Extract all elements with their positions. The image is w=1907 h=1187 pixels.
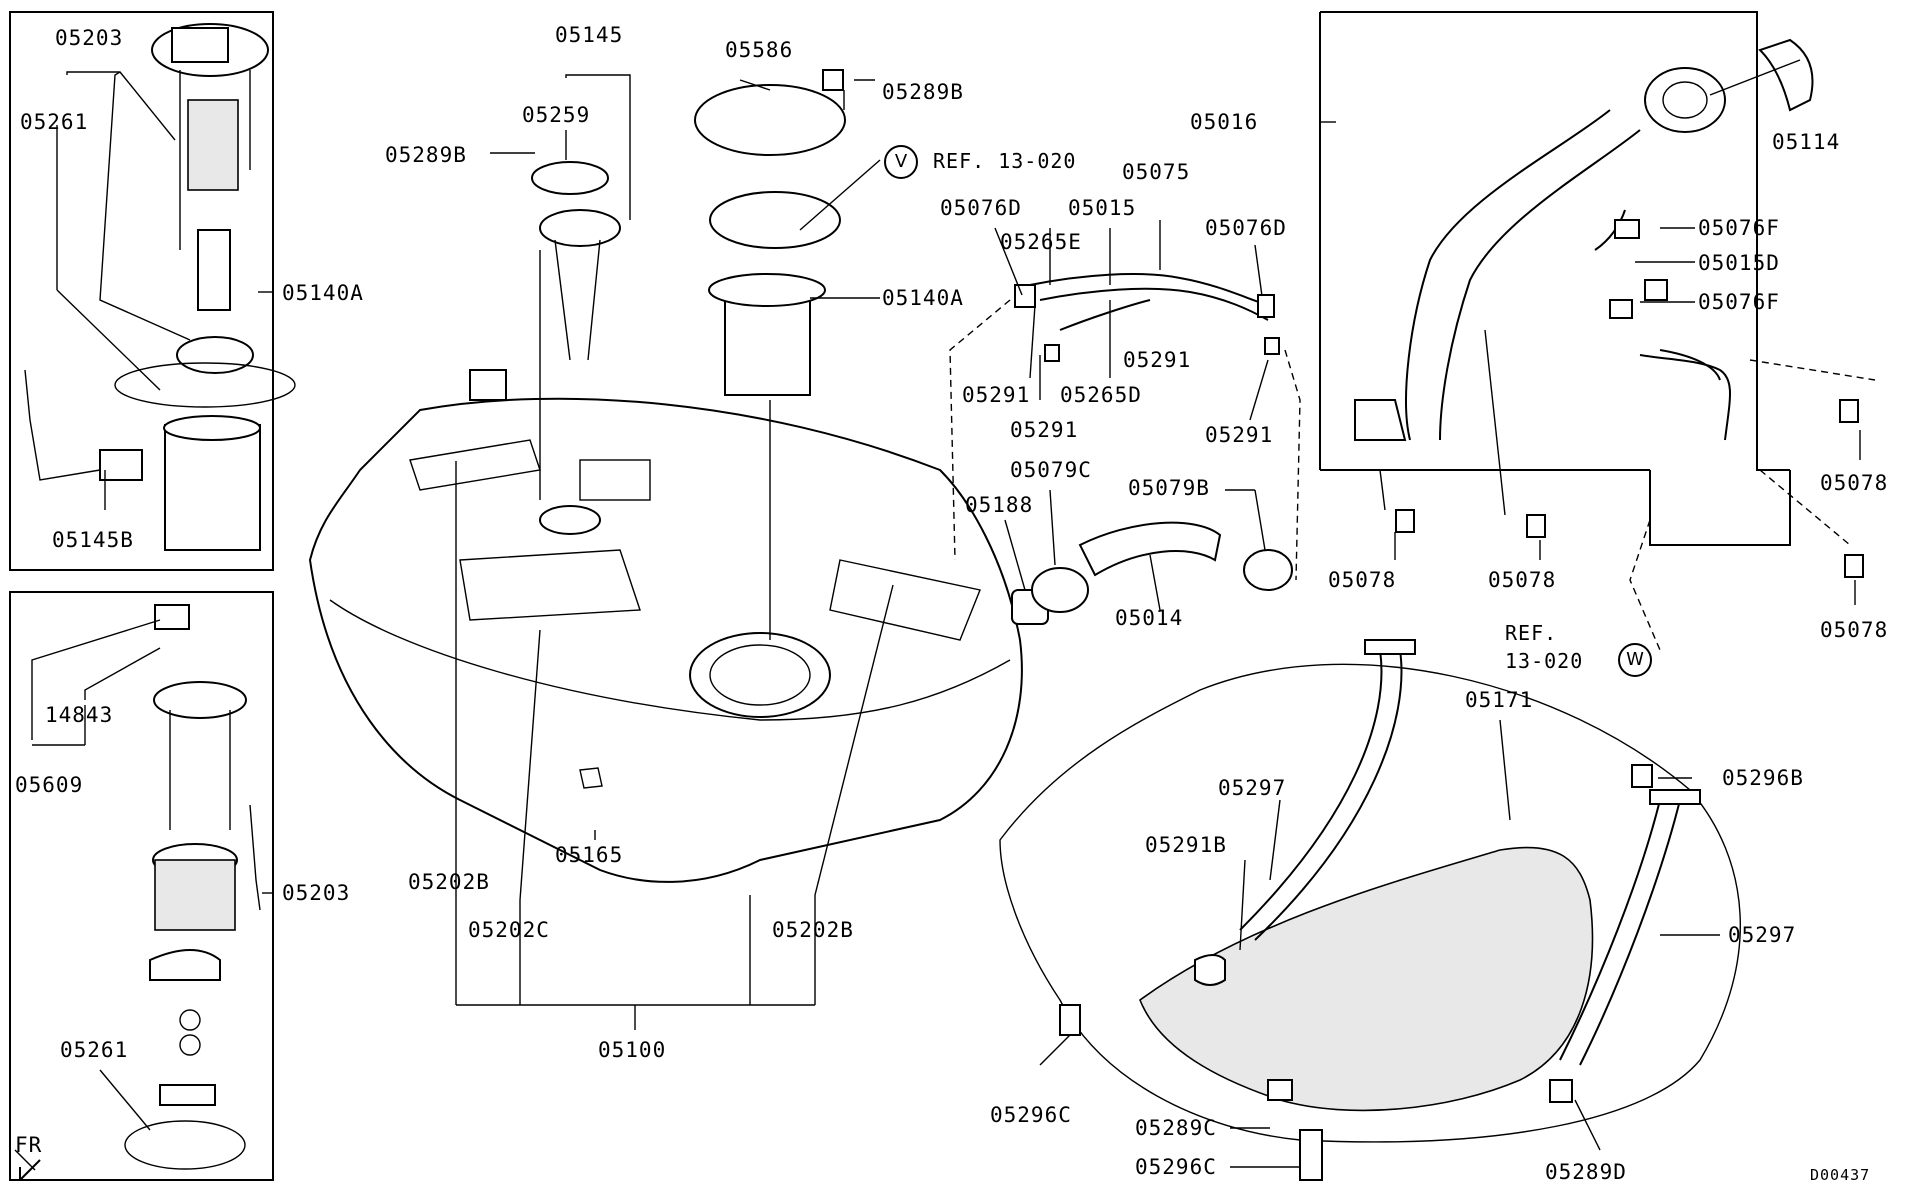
fuel-gauge-unit	[469, 74, 631, 500]
label-05297-left: 05297	[1218, 776, 1287, 800]
label-05289d: 05289D	[1545, 1160, 1627, 1184]
label-05202b-right: 05202B	[772, 918, 854, 942]
ref-w-badge: W	[1618, 643, 1652, 677]
label-05203-top: 05203	[55, 26, 124, 50]
label-05075: 05075	[1122, 160, 1191, 184]
label-05078-right-bottom: 05078	[1820, 618, 1889, 642]
label-05171: 05171	[1465, 688, 1534, 712]
label-05261-top: 05261	[20, 110, 89, 134]
inset-box-pump-bottom	[9, 591, 274, 1181]
label-05076f-top: 05076F	[1698, 216, 1780, 240]
label-05140a-left: 05140A	[282, 281, 364, 305]
label-05291-c: 05291	[1123, 348, 1192, 372]
label-05289b-right: 05289B	[882, 80, 964, 104]
label-05296c-bottom: 05296C	[1135, 1155, 1217, 1179]
filler-hose-clamps	[1004, 489, 1293, 625]
label-05609: 05609	[15, 773, 84, 797]
label-05259: 05259	[522, 103, 591, 127]
label-05261-bottom: 05261	[60, 1038, 129, 1062]
label-05114: 05114	[1772, 130, 1841, 154]
label-05265e: 05265E	[1000, 230, 1082, 254]
label-fr: FR	[15, 1133, 43, 1157]
label-05015d: 05015D	[1698, 251, 1780, 275]
filler-neck	[1320, 38, 1876, 651]
leaders-bottom-inset	[14, 619, 273, 1171]
label-05078-middle: 05078	[1488, 568, 1557, 592]
label-05203-bottom: 05203	[282, 881, 351, 905]
label-ref-w-line2: 13-020	[1505, 649, 1584, 673]
diagram-code: D00437	[1810, 1166, 1871, 1184]
label-05291b: 05291B	[1145, 833, 1227, 857]
pump-module-center	[694, 69, 881, 640]
filler-neck-box	[1319, 11, 1791, 546]
label-05297-right: 05297	[1728, 923, 1797, 947]
label-05291-a: 05291	[962, 383, 1031, 407]
label-05014: 05014	[1115, 606, 1184, 630]
label-05100: 05100	[598, 1038, 667, 1062]
tank-under-cover	[999, 639, 1741, 1181]
label-05140a-middle: 05140A	[882, 286, 964, 310]
label-ref-w-line1: REF.	[1505, 621, 1558, 645]
fuel-pump-module-bottom	[124, 604, 261, 1170]
fuel-tank	[308, 397, 1023, 883]
label-05015: 05015	[1068, 196, 1137, 220]
vent-hoses	[949, 220, 1301, 581]
label-05291-b: 05291	[1010, 418, 1079, 442]
label-05145b: 05145B	[52, 528, 134, 552]
label-14843: 14843	[45, 703, 114, 727]
label-05145: 05145	[555, 23, 624, 47]
label-05586: 05586	[725, 38, 794, 62]
label-05296c-left: 05296C	[990, 1103, 1072, 1127]
label-05079b: 05079B	[1128, 476, 1210, 500]
label-05078-right-top: 05078	[1820, 471, 1889, 495]
label-05188: 05188	[965, 493, 1034, 517]
inset-box-pump-top	[9, 11, 274, 571]
label-05296b: 05296B	[1722, 766, 1804, 790]
label-05289c: 05289C	[1135, 1116, 1217, 1140]
leaders-top-inset	[56, 71, 273, 510]
label-05076f-bottom: 05076F	[1698, 290, 1780, 314]
label-05079c: 05079C	[1010, 458, 1092, 482]
fuel-pump-module-top	[24, 23, 296, 551]
label-05265d: 05265D	[1060, 383, 1142, 407]
label-05291-d: 05291	[1205, 423, 1274, 447]
front-arrow-icon	[19, 1159, 41, 1181]
leaders-tank	[455, 461, 894, 1030]
label-ref-13-020-v: REF. 13-020	[933, 149, 1077, 173]
label-05165: 05165	[555, 843, 624, 867]
label-05076d-right: 05076D	[1205, 216, 1287, 240]
label-05289b-left: 05289B	[385, 143, 467, 167]
label-05078-left: 05078	[1328, 568, 1397, 592]
label-05202c: 05202C	[468, 918, 550, 942]
label-05076d-left: 05076D	[940, 196, 1022, 220]
label-05202b-left: 05202B	[408, 870, 490, 894]
ref-v-badge: V	[884, 145, 918, 179]
label-05016: 05016	[1190, 110, 1259, 134]
